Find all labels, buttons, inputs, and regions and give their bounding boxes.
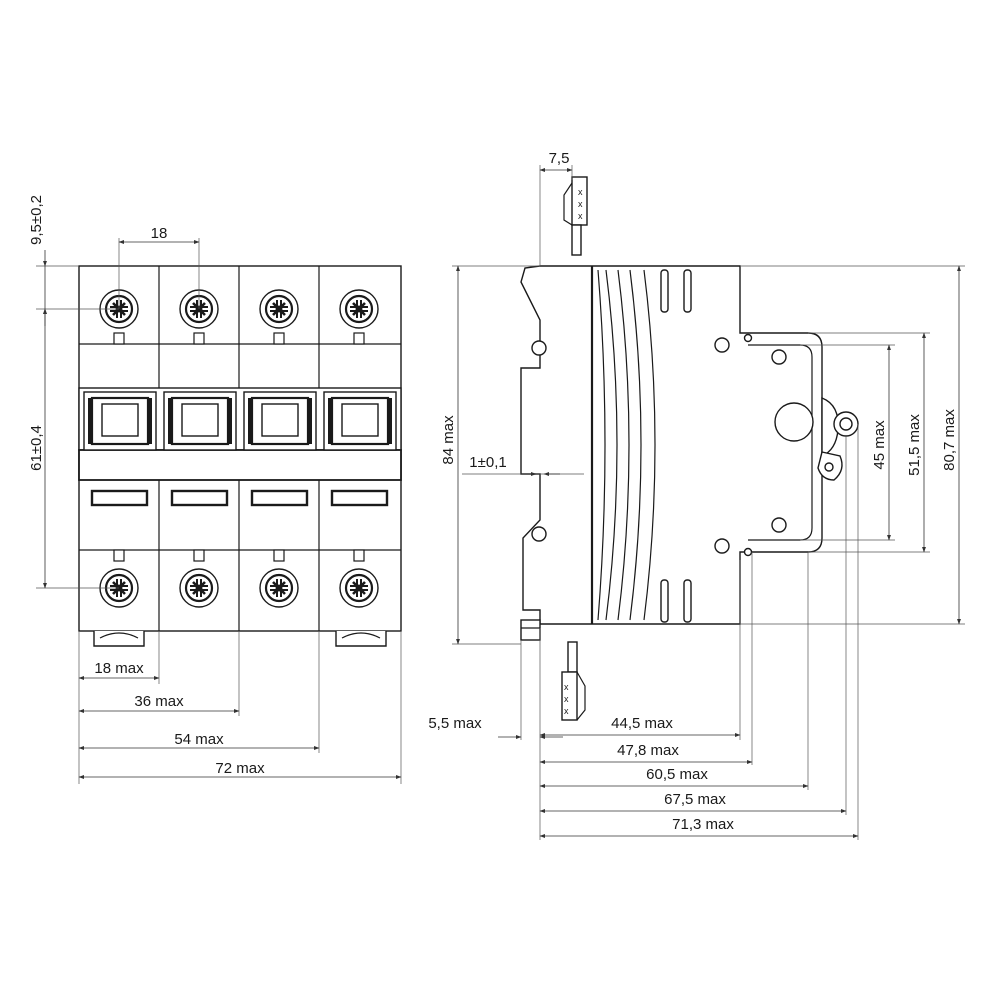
svg-text:x: x (578, 211, 583, 221)
dim-width-2: 36 max (134, 693, 184, 710)
terminal-screw-icon (178, 567, 220, 609)
handle-2 (162, 390, 238, 452)
dim-width-4: 72 max (215, 760, 265, 777)
terminal-screw-icon (258, 288, 300, 330)
dim-d445: 44,5 max (611, 715, 673, 732)
handle-4 (322, 390, 398, 452)
dim-top-offset: 9,5±0,2 (28, 195, 45, 245)
dim-d605: 60,5 max (646, 766, 708, 783)
terminal-screw-icon (338, 288, 380, 330)
dim-d478: 47,8 max (617, 742, 679, 759)
dim-wire-strip: 7,5 (549, 150, 570, 167)
front-view: 18 9,5±0,2 61±0,4 18 max 36 max 54 max 7… (28, 195, 402, 784)
side-view: x x x x x x 7,5 84 max 1±0,1 45 m (428, 150, 965, 840)
terminal-screw-icon (258, 567, 300, 609)
side-housing (520, 265, 823, 625)
svg-text:x: x (578, 187, 583, 197)
dim-terminal-spacing: 61±0,4 (28, 425, 45, 471)
dim-rail-gap: 1±0,1 (469, 454, 506, 471)
svg-text:x: x (578, 199, 583, 209)
handle-3 (242, 390, 318, 452)
dim-h80: 80,7 max (941, 409, 958, 471)
dim-width-1: 18 max (94, 660, 144, 677)
svg-text:x: x (564, 682, 569, 692)
dim-pole-pitch: 18 (151, 225, 168, 242)
dim-d675: 67,5 max (664, 791, 726, 808)
terminal-screw-icon (338, 567, 380, 609)
svg-text:x: x (564, 706, 569, 716)
dim-height: 84 max (440, 415, 457, 465)
dim-width-3: 54 max (174, 731, 224, 748)
svg-text:x: x (564, 694, 569, 704)
dim-h45: 45 max (871, 420, 888, 470)
dim-d713: 71,3 max (672, 816, 734, 833)
dim-d55: 5,5 max (428, 715, 482, 732)
dim-h51: 51,5 max (906, 414, 923, 476)
handle-1 (82, 390, 158, 452)
